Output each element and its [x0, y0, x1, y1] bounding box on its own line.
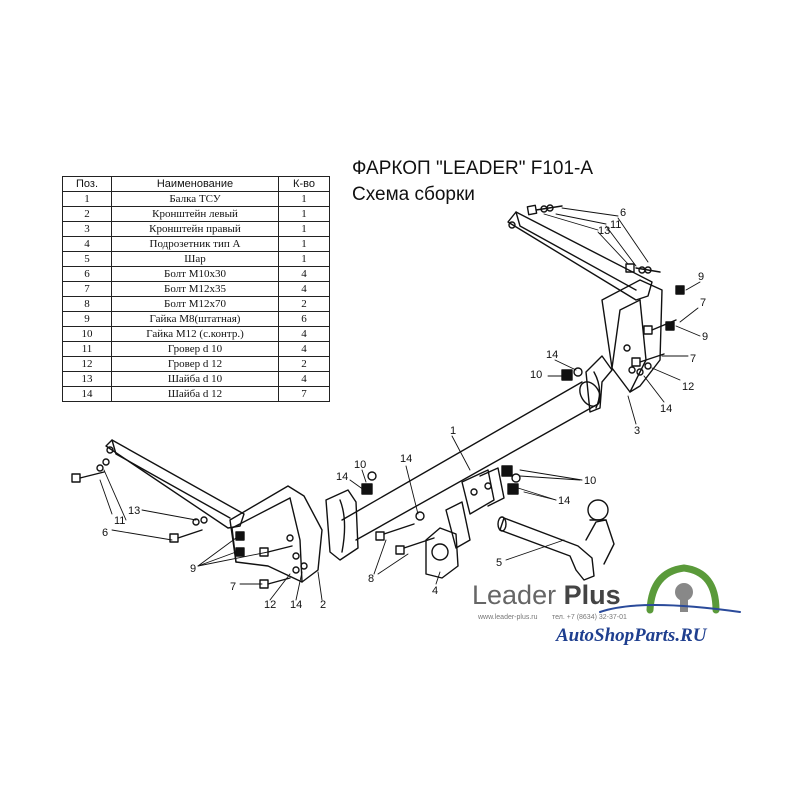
callout-13-right: 13: [598, 225, 610, 237]
row-qty: 7: [278, 386, 330, 402]
callout-8: 8: [368, 573, 374, 585]
callout-6-right: 6: [620, 207, 626, 219]
callout-14-middle: 14: [400, 453, 412, 465]
socket-plate: [425, 501, 471, 579]
callout-11-left: 11: [114, 515, 125, 527]
callout-9-left: 9: [190, 563, 196, 575]
fasteners: [71, 204, 685, 589]
callout-7-left: 7: [230, 581, 236, 593]
callout-6-left: 6: [102, 527, 108, 539]
leader-plus-logo-icon: [599, 564, 741, 614]
callout-5: 5: [496, 557, 502, 569]
callout-9-right-bottom: 9: [702, 331, 708, 343]
brand-phone: тел. +7 (8634) 32-37-01: [552, 614, 627, 621]
callouts: 1 2 3 4 5 6 6 7 7 7 8 9 9 9 10 10 10 11 …: [102, 207, 708, 611]
tow-beam: [325, 355, 613, 561]
row-name: Шайба d 12: [111, 386, 279, 402]
callout-7-right-bottom: 7: [690, 353, 696, 365]
brand-site: www.leader-plus.ru: [478, 614, 538, 621]
callout-14-ball: 14: [558, 495, 570, 507]
callout-7-right-top: 7: [700, 297, 706, 309]
callout-14-right: 14: [660, 403, 672, 415]
row-name: Кронштейн правый: [111, 221, 279, 237]
row-name: Болт М12х70: [111, 296, 279, 312]
callout-13-left: 13: [128, 505, 140, 517]
callout-12-left: 12: [264, 599, 276, 611]
callout-4: 4: [432, 585, 438, 597]
callout-14-left: 14: [290, 599, 302, 611]
callout-10-middle: 10: [354, 459, 366, 471]
callout-10-right: 10: [584, 475, 596, 487]
callout-2: 2: [320, 599, 326, 611]
callout-1: 1: [450, 425, 456, 437]
tow-ball: [497, 499, 615, 581]
left-bracket: [105, 439, 323, 583]
brand-name: Leader Plus: [472, 580, 621, 610]
callout-14-beam-end: 14: [546, 349, 558, 361]
callout-10-beam-end: 10: [530, 369, 542, 381]
leader-lines: [99, 207, 701, 601]
ball-mount-bracket: [461, 467, 505, 515]
callout-14-middle-left: 14: [336, 471, 348, 483]
right-bracket: [507, 211, 663, 393]
callout-9-right-top: 9: [698, 271, 704, 283]
row-name: Болт М12х35: [111, 281, 279, 297]
callout-11-right: 11: [610, 219, 621, 231]
callout-3: 3: [634, 425, 640, 437]
watermark: AutoShopParts.RU: [556, 625, 707, 646]
drawing-title: ФАРКОП "LEADER" F101-A: [352, 158, 594, 179]
drawing-subtitle: Схема сборки: [352, 184, 475, 205]
callout-12-right: 12: [682, 381, 694, 393]
